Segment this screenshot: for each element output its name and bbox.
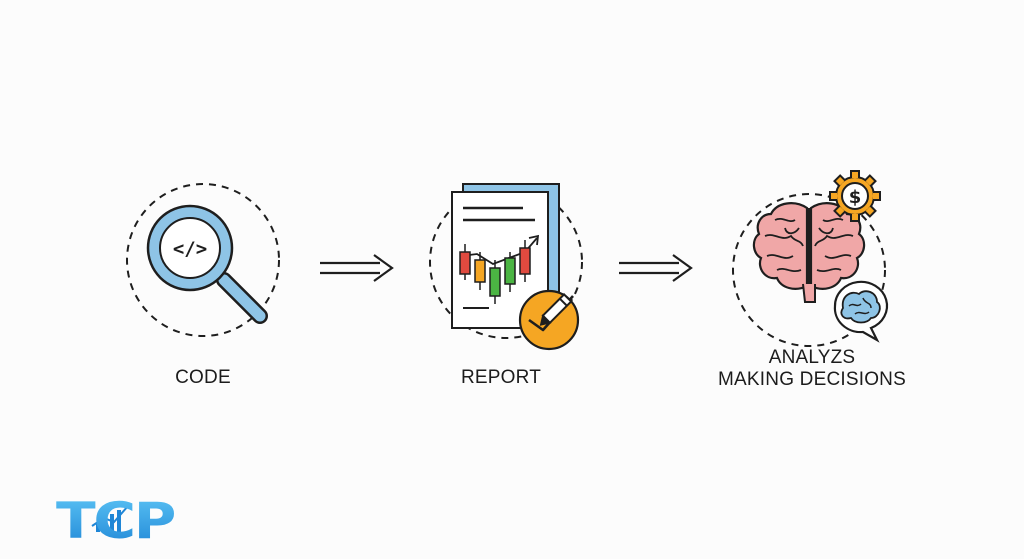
step-label-code: CODE bbox=[175, 367, 231, 388]
double-arrow-right-icon bbox=[318, 252, 398, 284]
double-arrow-right-icon bbox=[617, 252, 697, 284]
step-label-report: REPORT bbox=[460, 367, 542, 388]
step-report bbox=[425, 180, 595, 352]
step-label-analyzs: ANALYZS bbox=[768, 347, 856, 368]
svg-text:$: $ bbox=[849, 187, 862, 208]
step-analyzs: $ bbox=[725, 170, 905, 347]
report-chart-icon bbox=[429, 183, 583, 351]
brain-decision-icon: $ bbox=[732, 170, 889, 347]
svg-text:</>: </> bbox=[173, 238, 207, 260]
tcp-logo-icon: TCP bbox=[56, 492, 176, 550]
logo-text: TCP bbox=[56, 492, 174, 548]
step-label-making-decisions: MAKING DECISIONS bbox=[718, 369, 906, 390]
tcp-logo: TCP bbox=[56, 488, 176, 550]
step-code: </> bbox=[118, 180, 288, 340]
magnifier-code-icon: </> bbox=[126, 183, 280, 337]
